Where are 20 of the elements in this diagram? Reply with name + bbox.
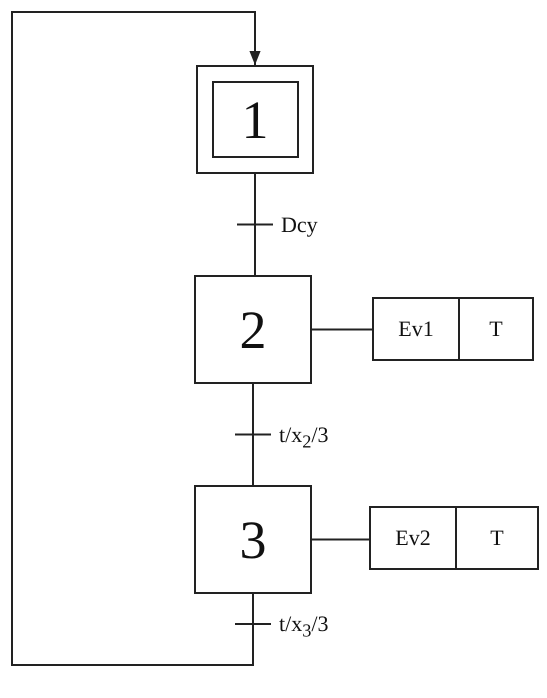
step-box bbox=[194, 275, 312, 384]
action-text: T bbox=[489, 316, 503, 342]
connector bbox=[252, 384, 254, 485]
action-box bbox=[372, 297, 534, 361]
action-text: Ev2 bbox=[395, 525, 431, 551]
action-text: Ev1 bbox=[398, 316, 434, 342]
connector bbox=[254, 174, 256, 275]
connector bbox=[11, 11, 261, 666]
transition-label: t/x$_{3}$/3 bbox=[279, 613, 329, 640]
transition-label: Dcy bbox=[281, 214, 318, 236]
step-number: 2 bbox=[240, 302, 266, 356]
connector bbox=[312, 328, 372, 330]
transition-label: t/x$_{2}$/3 bbox=[279, 424, 329, 450]
step-box bbox=[194, 485, 312, 594]
action-box bbox=[369, 506, 539, 570]
step-number: 1 bbox=[242, 92, 268, 146]
action-text: T bbox=[490, 525, 504, 551]
connector bbox=[312, 538, 369, 540]
initial-step-box bbox=[196, 65, 314, 174]
step-number: 3 bbox=[240, 512, 266, 566]
